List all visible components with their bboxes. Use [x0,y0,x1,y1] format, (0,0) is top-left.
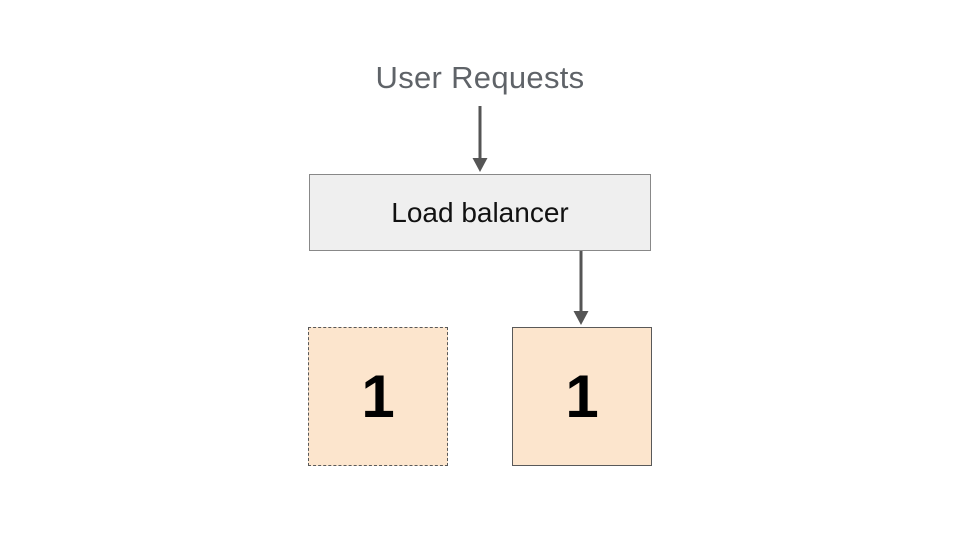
arrowhead-down-icon [573,311,589,325]
load-balancer-label: Load balancer [391,196,569,228]
arrow-loadbalancer-to-node [573,251,589,325]
arrowhead-down-icon [472,158,488,172]
node-box-active: 1 [512,327,652,466]
node-box-ghost: 1 [308,327,448,466]
arrow-user-to-loadbalancer [472,106,488,172]
node-ghost-label: 1 [361,362,395,430]
node-active-label: 1 [565,362,599,430]
diagram-title: User Requests [375,60,585,95]
load-balancer-box: Load balancer [309,174,651,251]
